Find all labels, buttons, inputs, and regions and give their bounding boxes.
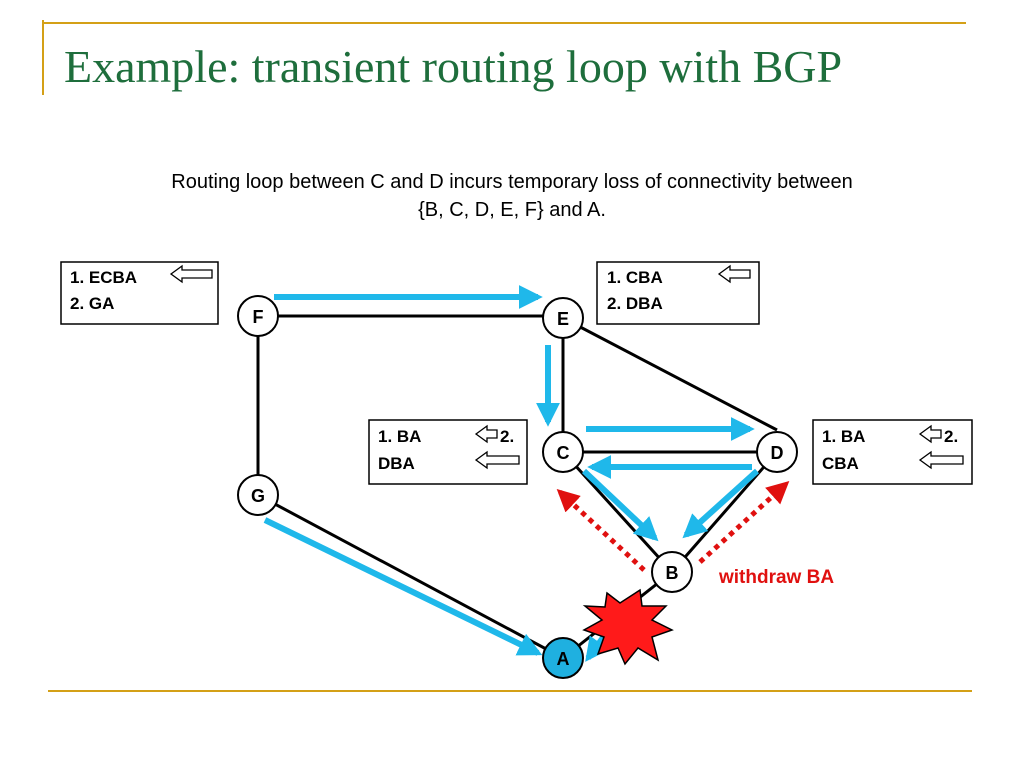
route-box-D-line-1: 1. BA <box>822 427 865 446</box>
hollow-left-arrow-icon <box>474 424 498 444</box>
node-A-circle <box>542 637 584 679</box>
route-box-D-frame <box>812 419 973 485</box>
hollow-left-arrow-icon <box>169 264 213 284</box>
node-E: E <box>542 297 584 339</box>
title-accent-line <box>42 20 44 95</box>
withdraw-arrow-B-to-C <box>556 488 646 572</box>
link-D-B <box>670 451 779 573</box>
subtitle: Routing loop between C and D incurs temp… <box>60 168 964 224</box>
link-G-A <box>257 493 564 660</box>
node-A: A <box>542 637 584 679</box>
route-box-D: 1. BA 2. CBA <box>812 419 973 485</box>
node-G: G <box>237 474 279 516</box>
failure-burst-icon <box>582 588 674 666</box>
withdraw-label: withdraw BA <box>718 567 834 588</box>
hollow-left-arrow-icon <box>918 424 942 444</box>
node-C-label: C <box>557 443 570 463</box>
links <box>256 314 779 660</box>
route-box-E-line-1: 1. CBA <box>607 268 663 287</box>
subtitle-line-2: {B, C, D, E, F} and A. <box>418 199 606 221</box>
path-arrow-C-to-B <box>581 468 659 542</box>
route-box-C-line-1-right: 2. <box>500 427 514 446</box>
node-C-circle <box>542 431 584 473</box>
hollow-left-arrow-icon <box>474 450 520 470</box>
route-box-C: 1. BA 2. DBA <box>368 419 528 485</box>
route-box-D-line-2: CBA <box>822 454 859 473</box>
path-arrow-G-to-A <box>263 517 543 656</box>
node-C: C <box>542 431 584 473</box>
hollow-left-arrow-icon <box>918 450 964 470</box>
subtitle-line-1: Routing loop between C and D incurs temp… <box>171 171 853 193</box>
route-box-E-line-2: 2. DBA <box>607 294 663 313</box>
route-box-C-frame <box>368 419 528 485</box>
route-box-E: 1. CBA 2. DBA <box>596 261 760 325</box>
node-F: F <box>237 295 279 337</box>
node-F-circle <box>237 295 279 337</box>
route-box-F: 1. ECBA 2. GA <box>60 261 219 325</box>
path-arrow-D-to-B <box>682 468 760 539</box>
node-D: D <box>756 431 798 473</box>
top-rule <box>42 22 966 24</box>
node-G-label: G <box>251 486 265 506</box>
node-G-circle <box>237 474 279 516</box>
route-box-F-line-2: 2. GA <box>70 294 114 313</box>
route-box-C-line-1: 1. BA <box>378 427 421 446</box>
node-B-label: B <box>666 563 679 583</box>
node-D-label: D <box>771 443 784 463</box>
node-F-label: F <box>253 307 264 327</box>
node-E-circle <box>542 297 584 339</box>
hollow-left-arrow-icon <box>717 264 751 284</box>
link-E-D <box>562 316 778 432</box>
node-A-label: A <box>557 649 570 669</box>
node-D-circle <box>756 431 798 473</box>
route-box-C-line-2: DBA <box>378 454 415 473</box>
node-B-circle <box>651 551 693 593</box>
node-E-label: E <box>557 309 569 329</box>
link-C-B <box>561 450 674 574</box>
route-box-F-line-1: 1. ECBA <box>70 268 137 287</box>
route-box-D-line-1-right: 2. <box>944 427 958 446</box>
bottom-rule <box>48 690 972 692</box>
slide-title: Example: transient routing loop with BGP <box>64 41 843 92</box>
node-B: B <box>651 551 693 593</box>
